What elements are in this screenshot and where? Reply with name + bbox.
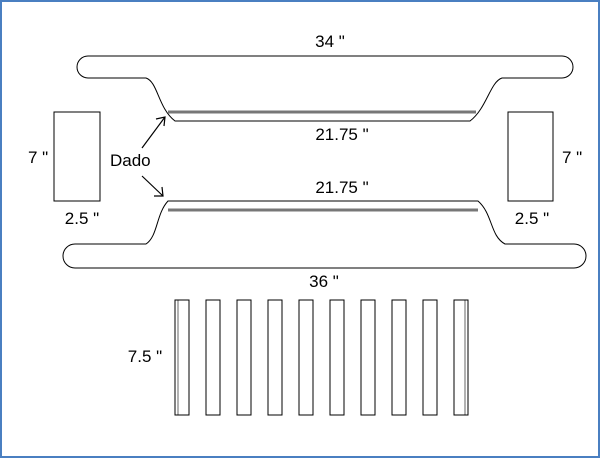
slat-9 [422, 299, 438, 416]
slat-6 [329, 299, 345, 416]
slat-1 [174, 299, 190, 416]
bottom-inner-length-label: 21.75 " [315, 178, 368, 197]
top-inner-length-label: 21.75 " [315, 125, 368, 144]
slat-7 [360, 299, 376, 416]
slat-10 [453, 299, 469, 416]
left-height-label: 7 " [28, 148, 48, 167]
slat-5 [298, 299, 314, 416]
bottom-board [62, 200, 587, 269]
right-side-piece [507, 111, 554, 202]
dado-label: Dado [110, 151, 151, 170]
slat-group [174, 299, 469, 416]
slat-3 [236, 299, 252, 416]
right-width-label: 2.5 " [515, 209, 549, 228]
top-board [76, 55, 574, 122]
slat-8 [391, 299, 407, 416]
bottom-length-label: 36 " [309, 272, 339, 291]
slat-2 [205, 299, 221, 416]
top-length-label: 34 " [315, 32, 345, 51]
left-width-label: 2.5 " [65, 209, 99, 228]
slat-height-label: 7.5 " [128, 347, 162, 366]
right-height-label: 7 " [562, 148, 582, 167]
left-side-piece [53, 111, 101, 202]
dado-arrow-down [141, 175, 164, 197]
slat-4 [267, 299, 283, 416]
dado-arrow-up [141, 116, 166, 149]
